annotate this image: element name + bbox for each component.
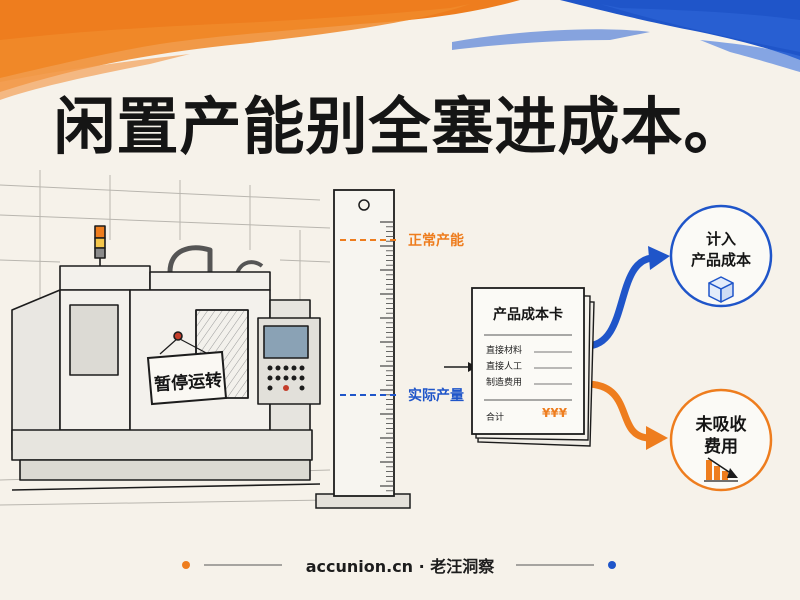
- orange-arrow-to-unabsorbed: [582, 380, 668, 450]
- actual-output-label: 实际产量: [408, 388, 464, 404]
- orange-brush-stroke: [0, 0, 520, 100]
- cost-total-value: ¥¥¥: [542, 406, 568, 420]
- cost-item-direct-materials: 直接材料: [486, 346, 523, 356]
- normal-capacity-label: 正常产能: [408, 233, 464, 249]
- outcome-into-cost-line1: 计入: [705, 230, 736, 248]
- blue-arrow-to-cost: [582, 246, 670, 350]
- outcome-unabsorbed-line2: 费用: [704, 437, 738, 457]
- blue-brush-stroke: [452, 0, 800, 72]
- pause-sign: [146, 350, 228, 406]
- cost-item-overhead: 制造费用: [486, 378, 523, 388]
- outcome-unabsorbed-line1: 未吸收: [695, 415, 747, 435]
- box-icon: [708, 276, 734, 303]
- cost-total-label: 合计: [486, 413, 505, 423]
- declining-bar-chart-icon: [704, 457, 738, 482]
- outcome-into-cost-line2: 产品成本: [690, 251, 751, 269]
- footer-credit: accunion.cn · 老汪洞察: [305, 557, 495, 576]
- cost-card-title: 产品成本卡: [493, 307, 563, 323]
- cost-item-direct-labor: 直接人工: [486, 362, 523, 372]
- page-title: 闲置产能别全塞进成本。: [53, 90, 747, 163]
